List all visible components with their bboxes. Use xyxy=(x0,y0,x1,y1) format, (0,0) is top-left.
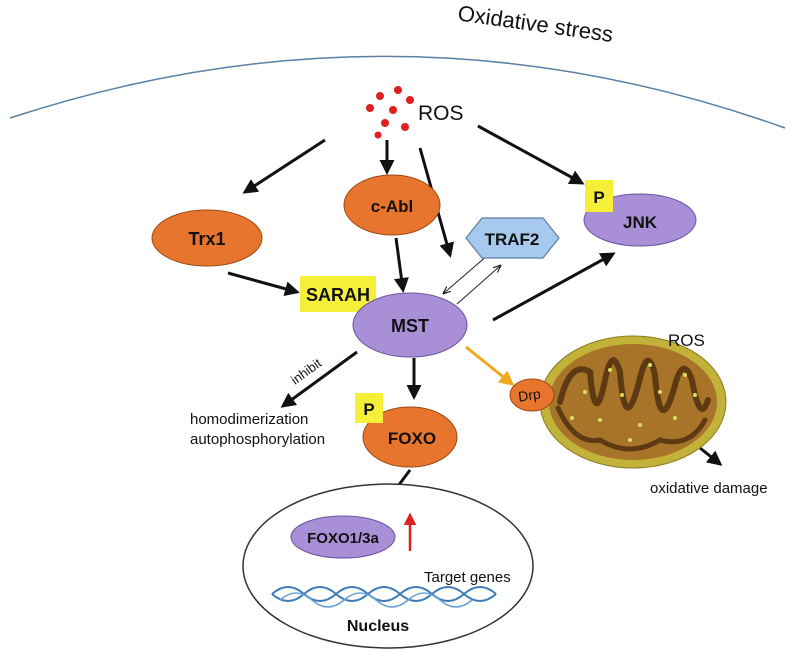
cabl-node xyxy=(343,174,441,236)
ros-label-top: ROS xyxy=(418,102,464,125)
arrow-mst-homodimerization xyxy=(280,350,358,408)
cell-membrane xyxy=(9,55,786,129)
homodimerization-label: homodimerization xyxy=(190,411,308,428)
trx1-node xyxy=(151,209,263,267)
oxidative-damage-label: oxidative damage xyxy=(650,480,768,497)
foxo13a-node xyxy=(290,515,396,559)
foxo-node xyxy=(362,406,458,468)
mst-label: MST xyxy=(391,316,429,336)
arrow-cabl-mst xyxy=(393,237,409,293)
jnk-label: JNK xyxy=(623,213,658,232)
ros-label-mito: ROS xyxy=(668,331,705,350)
sarah-label: SARAH xyxy=(306,285,370,305)
arrow-ros-trx1 xyxy=(242,138,326,194)
inhibit-label: inhibit xyxy=(288,355,325,387)
drp-node xyxy=(509,378,555,412)
traf2-arrows xyxy=(444,254,500,305)
foxo-phospho-badge xyxy=(355,393,383,423)
arrow-trx1-sarah xyxy=(227,271,300,297)
dna-helix xyxy=(271,586,497,608)
autophosphorylation-label: autophosphorylation xyxy=(190,431,325,448)
mitochondrion xyxy=(539,335,727,469)
drp-label: Drp xyxy=(517,386,542,405)
traf2-node xyxy=(465,217,560,259)
foxo13a-label: FOXO1/3a xyxy=(307,530,379,547)
nucleus-label: Nucleus xyxy=(347,618,409,635)
arrow-ros-jnk xyxy=(477,124,585,185)
trx1-label: Trx1 xyxy=(188,229,225,249)
target-genes-label: Target genes xyxy=(424,569,511,586)
jnk-phospho-label: P xyxy=(593,188,604,207)
foxo-label: FOXO xyxy=(388,429,436,448)
foxo-phospho-label: P xyxy=(363,400,374,419)
ros-dots xyxy=(366,86,414,139)
arrow-mito-damage xyxy=(699,446,723,466)
mst-node xyxy=(352,292,468,358)
cabl-label: c-Abl xyxy=(371,197,414,216)
arrow-mst-drp xyxy=(465,345,515,386)
traf2-label: TRAF2 xyxy=(485,230,540,249)
title-oxidative-stress: Oxidative stress xyxy=(456,0,614,47)
arrow-traf2-mst xyxy=(444,254,489,293)
arrow-mst-jnk xyxy=(492,252,616,322)
arrow-mst-traf2 xyxy=(456,266,500,305)
jnk-phospho-badge xyxy=(585,180,613,212)
